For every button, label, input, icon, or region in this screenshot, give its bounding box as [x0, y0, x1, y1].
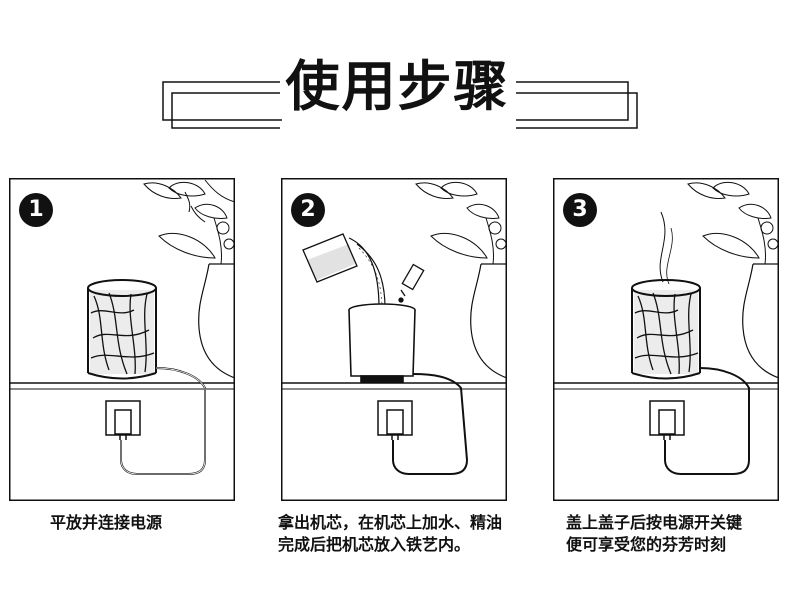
- page-title: 使用步骤: [285, 55, 510, 118]
- step-3-number-badge: 3: [563, 193, 597, 227]
- step-1-caption-line: 平放并连接电源: [50, 513, 163, 532]
- step-1-caption: 平放并连接电源: [50, 512, 162, 534]
- step-3-caption-line: 便可享受您的芬芳时刻: [566, 535, 727, 554]
- step-3-caption-line: 盖上盖子后按电源开关键: [566, 513, 743, 532]
- title-frame: [162, 81, 638, 129]
- step-2-panel: 2: [281, 178, 507, 501]
- step-1-panel: 1: [9, 178, 235, 501]
- step-2-caption-line: 完成后把机芯放入铁艺内。: [278, 535, 471, 554]
- step-1-number-badge: 1: [19, 193, 53, 227]
- step-3-caption: 盖上盖子后按电源开关键 便可享受您的芬芳时刻: [566, 512, 742, 556]
- step-2-illustration: [281, 178, 507, 501]
- step-2-caption-line: 拿出机芯，在机芯上加水、精油: [278, 513, 503, 532]
- step-3-illustration: [553, 178, 779, 501]
- step-2-caption: 拿出机芯，在机芯上加水、精油 完成后把机芯放入铁艺内。: [278, 512, 502, 556]
- title-banner: 使用步骤: [0, 0, 790, 140]
- step-2-number-badge: 2: [291, 193, 325, 227]
- step-3-panel: 3: [553, 178, 779, 501]
- step-1-illustration: [9, 178, 235, 501]
